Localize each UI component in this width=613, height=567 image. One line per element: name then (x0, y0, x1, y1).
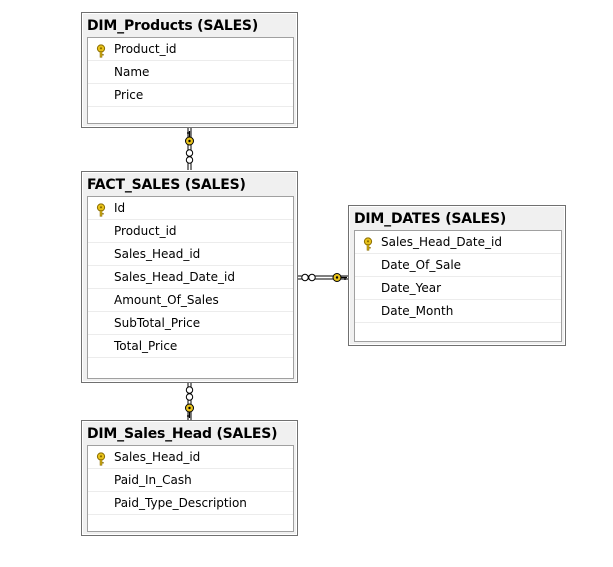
one-end-key-icon (332, 273, 347, 282)
row-selector (88, 197, 110, 219)
relationship-fact-dates[interactable] (298, 273, 348, 282)
row-selector (88, 289, 110, 311)
one-end-key-icon (185, 403, 194, 418)
row-selector (88, 469, 110, 491)
row-selector (88, 335, 110, 357)
row-selector (355, 254, 377, 276)
column-row[interactable]: Sales_Head_id (88, 243, 293, 266)
column-row[interactable]: Sales_Head_Date_id (88, 266, 293, 289)
column-name: Sales_Head_id (114, 450, 201, 464)
column-name: Paid_In_Cash (114, 473, 192, 487)
primary-key-icon (95, 43, 107, 58)
column-name: Sales_Head_id (114, 247, 201, 261)
column-name: Amount_Of_Sales (114, 293, 219, 307)
column-name: Price (114, 88, 144, 102)
column-row[interactable]: Product_id (88, 220, 293, 243)
table-title: DIM_DATES (SALES) (354, 211, 507, 227)
row-selector (88, 266, 110, 288)
row-selector (355, 277, 377, 299)
many-end-infinity-icon (185, 386, 194, 401)
relationship-products-fact[interactable] (185, 128, 194, 170)
table-title: DIM_Products (SALES) (87, 18, 259, 34)
column-row[interactable]: Paid_In_Cash (88, 469, 293, 492)
column-row[interactable]: SubTotal_Price (88, 312, 293, 335)
column-row[interactable]: Price (88, 84, 293, 107)
table-title: DIM_Sales_Head (SALES) (87, 426, 278, 442)
column-row[interactable]: Name (88, 61, 293, 84)
column-name: Id (114, 201, 126, 215)
primary-key-icon (362, 236, 374, 251)
row-selector (355, 300, 377, 322)
column-row[interactable]: Amount_Of_Sales (88, 289, 293, 312)
many-end-infinity-icon (185, 149, 194, 164)
column-row[interactable]: Sales_Head_id (88, 446, 293, 469)
column-name: Product_id (114, 224, 177, 238)
column-name: Sales_Head_Date_id (114, 270, 235, 284)
column-row[interactable]: Paid_Type_Description (88, 492, 293, 515)
column-name: Date_Of_Sale (381, 258, 462, 272)
column-row[interactable]: Sales_Head_Date_id (355, 231, 561, 254)
column-row[interactable]: Total_Price (88, 335, 293, 358)
column-row[interactable]: Product_id (88, 38, 293, 61)
relationship-fact-saleshead[interactable] (185, 383, 194, 420)
column-name: Name (114, 65, 150, 79)
column-row[interactable]: Date_Of_Sale (355, 254, 561, 277)
row-selector (88, 220, 110, 242)
one-end-key-icon (185, 131, 194, 146)
column-name: Total_Price (114, 339, 178, 353)
column-row[interactable]: Id (88, 197, 293, 220)
column-name: Paid_Type_Description (114, 496, 247, 510)
row-selector (88, 38, 110, 60)
primary-key-icon (95, 202, 107, 217)
row-selector (88, 84, 110, 106)
table-title: FACT_SALES (SALES) (87, 177, 246, 193)
row-selector (88, 312, 110, 334)
column-name: Product_id (114, 42, 177, 56)
many-end-infinity-icon (301, 273, 316, 282)
row-selector (88, 446, 110, 468)
column-name: Sales_Head_Date_id (381, 235, 502, 249)
column-name: Date_Year (381, 281, 442, 295)
column-name: Date_Month (381, 304, 454, 318)
column-row[interactable]: Date_Month (355, 300, 561, 323)
column-name: SubTotal_Price (114, 316, 201, 330)
column-row[interactable]: Date_Year (355, 277, 561, 300)
row-selector (88, 61, 110, 83)
row-selector (355, 231, 377, 253)
primary-key-icon (95, 451, 107, 466)
row-selector (88, 243, 110, 265)
row-selector (88, 492, 110, 514)
